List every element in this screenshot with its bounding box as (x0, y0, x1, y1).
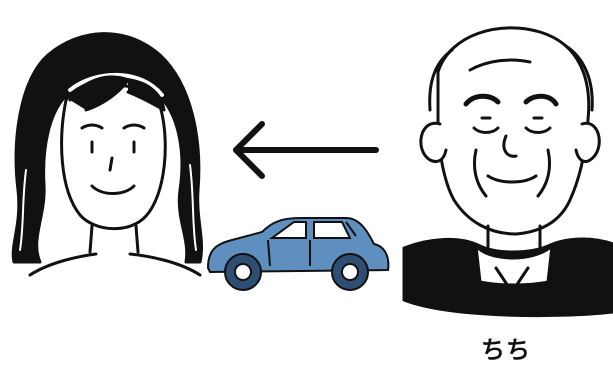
car-icon (206, 217, 390, 291)
woman-portrait-icon (11, 32, 204, 277)
arrow-left-icon (233, 121, 379, 179)
right-person-label: ちち (481, 336, 531, 364)
elderly-man-portrait-icon (402, 26, 613, 318)
